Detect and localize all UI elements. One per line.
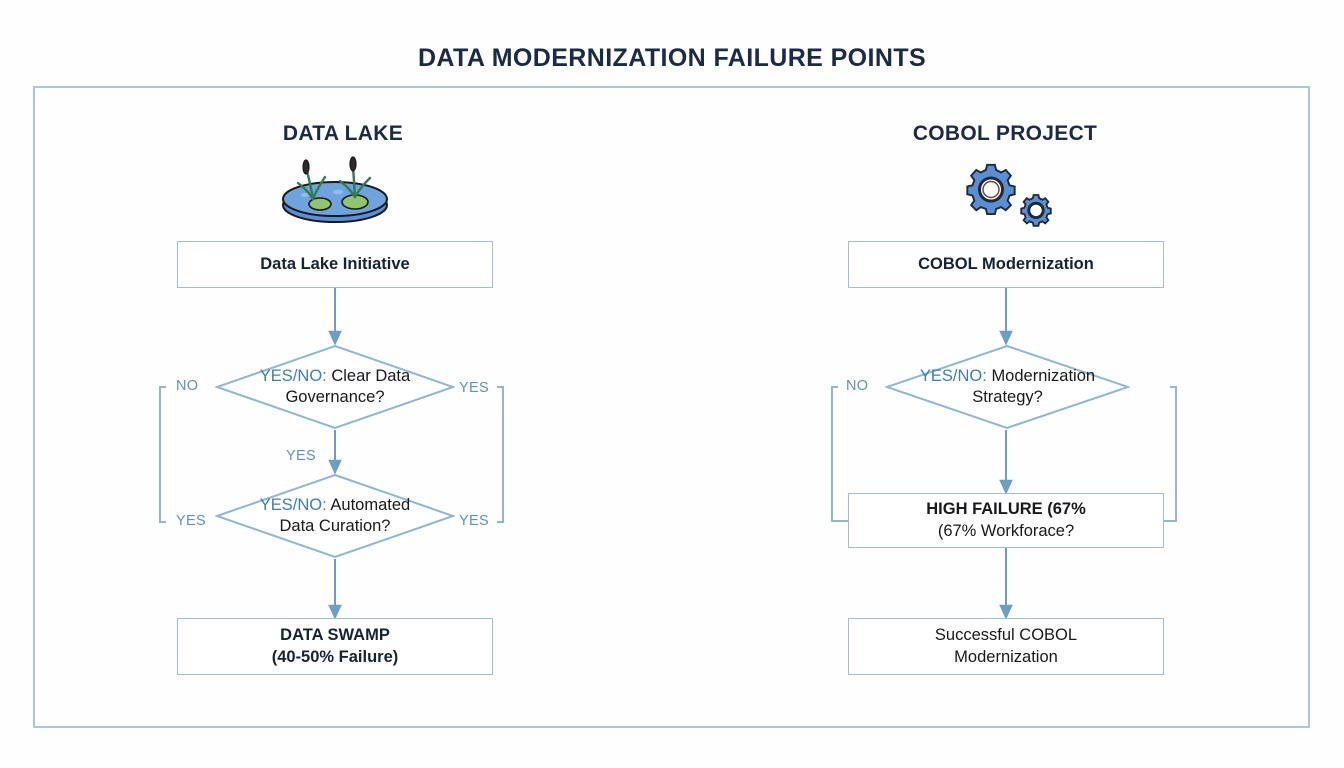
decision-automated-data-curation[interactable]: YES/NO: Automated Data Curation? [215, 473, 455, 559]
edge-label-cb-d1-no: NO [846, 378, 869, 394]
gears-icon [955, 152, 1061, 228]
page-title: DATA MODERNIZATION FAILURE POINTS [417, 44, 927, 72]
node-line-2: Modernization [954, 647, 1058, 666]
diagram-frame [33, 86, 1310, 728]
edge-label-dl-d1-yes-down: YES [286, 448, 316, 464]
column-header-cobol-project: COBOL PROJECT [912, 122, 1098, 145]
node-line-1: DATA SWAMP [280, 625, 390, 644]
column-header-data-lake: DATA LAKE [282, 122, 404, 145]
node-line: COBOL Modernization [918, 254, 1094, 273]
edge-label-dl-d2-yes-right: YES [459, 513, 489, 529]
node-line: Data Lake Initiative [260, 254, 410, 273]
decision-modernization-strategy[interactable]: YES/NO: Modernization Strategy? [885, 344, 1130, 430]
node-successful-cobol-modernization[interactable]: Successful COBOL Modernization [848, 618, 1164, 675]
node-line-1: Successful COBOL [934, 625, 1078, 644]
edge-label-dl-d1-yes-right: YES [459, 380, 489, 396]
node-line-2: (67% Workforace? [937, 521, 1075, 540]
node-line-2: (40-50% Failure) [271, 647, 399, 666]
edge-label-dl-d2-yes-left: YES [176, 513, 206, 529]
decision-clear-data-governance[interactable]: YES/NO: Clear Data Governance? [215, 344, 455, 430]
node-cobol-modernization[interactable]: COBOL Modernization [848, 241, 1164, 288]
node-line-1: HIGH FAILURE (67% [926, 499, 1086, 518]
node-high-failure[interactable]: HIGH FAILURE (67% (67% Workforace? [848, 493, 1164, 548]
lake-pond-icon [275, 155, 395, 227]
node-data-swamp[interactable]: DATA SWAMP (40-50% Failure) [177, 618, 493, 675]
edge-label-dl-d1-no: NO [176, 378, 199, 394]
node-data-lake-initiative[interactable]: Data Lake Initiative [177, 241, 493, 288]
